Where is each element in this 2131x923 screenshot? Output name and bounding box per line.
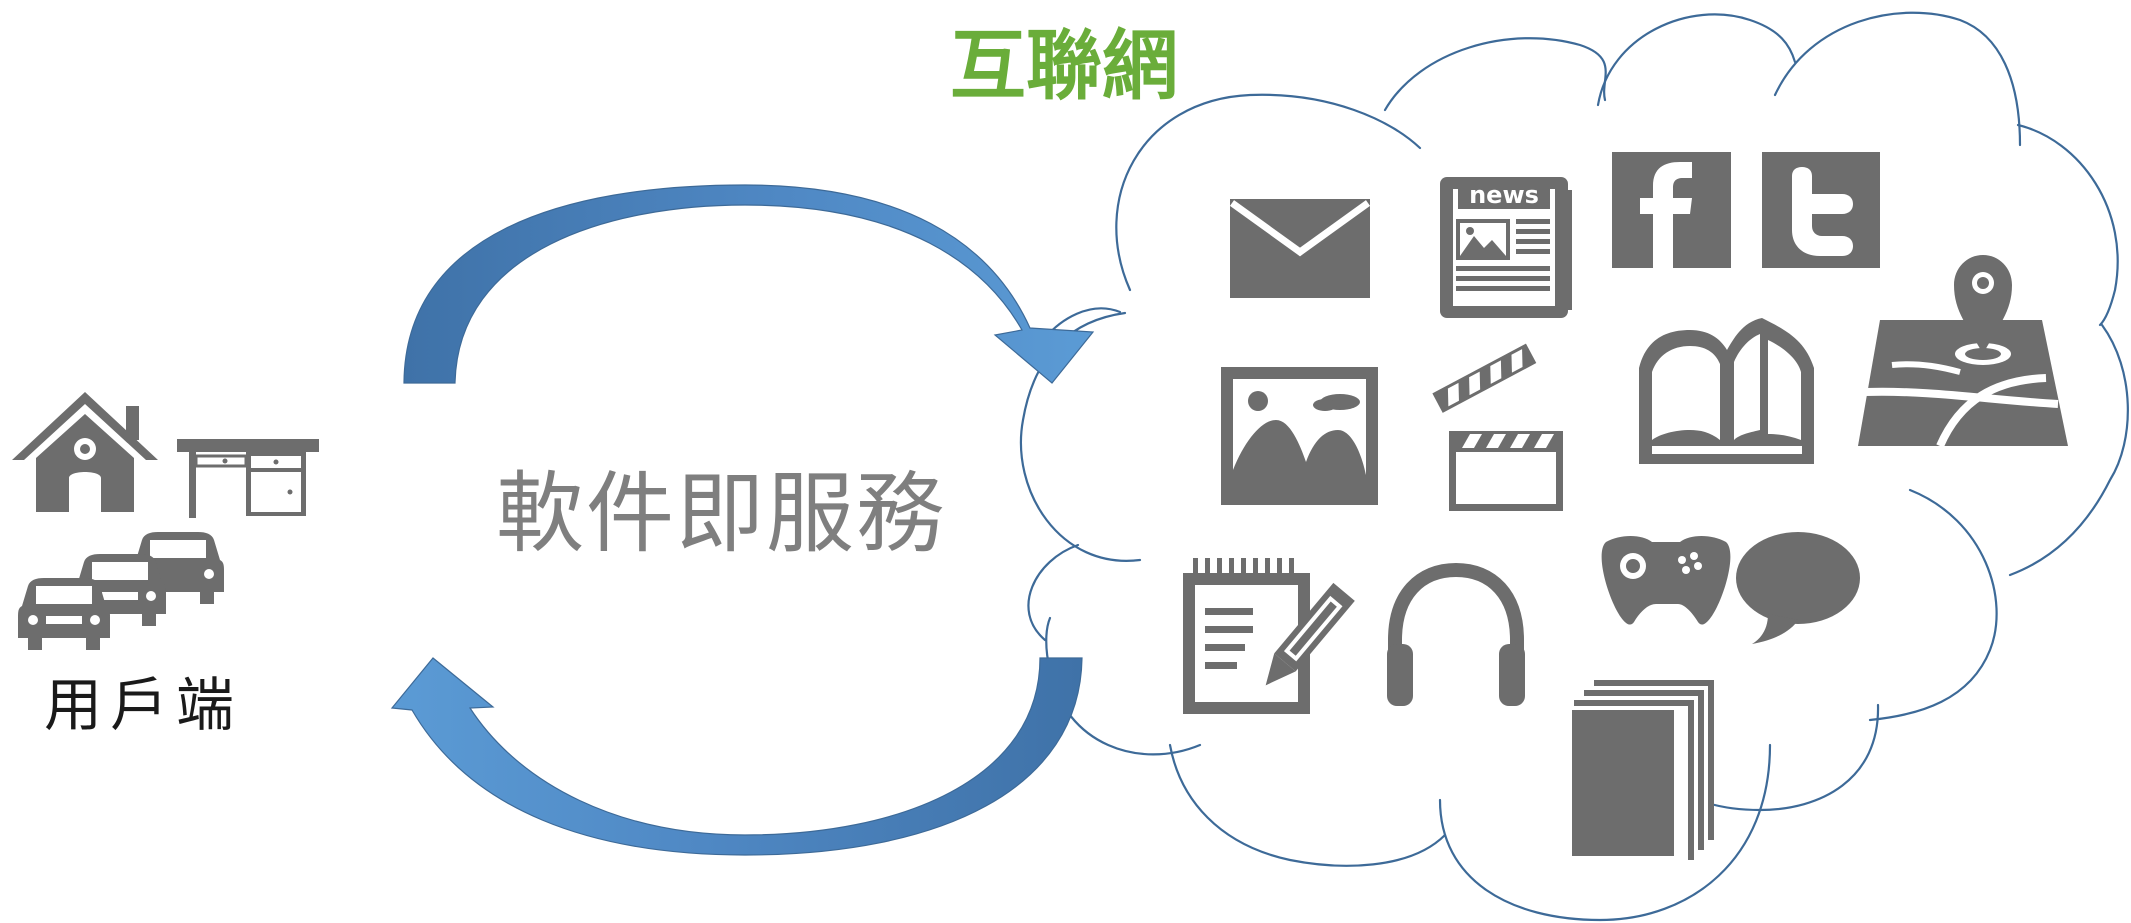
twitter-icon	[1762, 152, 1880, 268]
arrow-body	[390, 657, 1083, 856]
desk-icon	[177, 439, 319, 518]
arrow-body	[403, 184, 1095, 384]
clapperboard-icon	[1432, 343, 1563, 511]
news-label: news	[1469, 181, 1539, 209]
book-icon	[1639, 318, 1814, 464]
image-icon	[1221, 367, 1378, 505]
house-icon	[12, 392, 158, 512]
saas-title: 軟件即服務	[496, 462, 947, 565]
internet-title: 互聯網	[950, 21, 1178, 110]
cloud-arc	[1168, 743, 1447, 867]
facebook-icon	[1612, 152, 1731, 268]
cloud-arc	[1383, 37, 1607, 112]
cloud-arc	[1019, 311, 1142, 562]
cars-icon	[18, 532, 224, 650]
cloud-arc	[1438, 743, 1772, 922]
cloud-arc	[1773, 11, 2022, 147]
cloud-arc	[2008, 323, 2129, 577]
cloud-arc	[1115, 93, 1422, 292]
client-label: 用戶端	[44, 671, 243, 739]
chat-bubble-icon	[1736, 532, 1860, 644]
documents-icon	[1568, 680, 1714, 866]
cloud-arc	[2016, 123, 2119, 327]
arrow-to-client	[390, 657, 1083, 856]
map-pin-icon	[1858, 255, 2068, 448]
mail-icon	[1229, 199, 1371, 298]
cloud-arc	[1868, 488, 1998, 722]
notepad-icon	[1183, 558, 1355, 714]
cloud-arc	[1027, 543, 1080, 642]
arrow-to-cloud	[403, 184, 1095, 384]
headphones-icon	[1387, 562, 1525, 706]
cloud-arc	[1596, 13, 1797, 107]
gamepad-icon	[1601, 536, 1731, 625]
newspaper-icon: news	[1440, 177, 1572, 318]
